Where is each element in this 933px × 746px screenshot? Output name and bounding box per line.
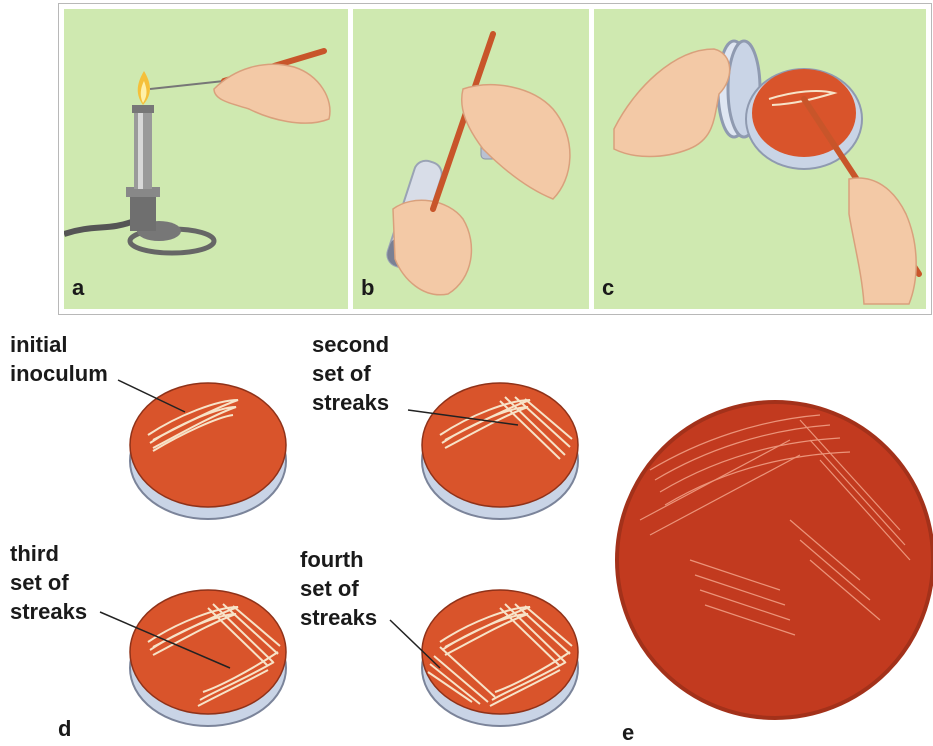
plate-fourth bbox=[422, 590, 578, 726]
plate-initial bbox=[130, 383, 286, 519]
label-second-set: second set of streaks bbox=[312, 330, 389, 417]
label-d: d bbox=[58, 716, 71, 742]
photo-plate bbox=[617, 402, 933, 718]
label-initial-inoculum: initial inoculum bbox=[10, 330, 108, 388]
label-fourth-set: fourth set of streaks bbox=[300, 545, 377, 632]
plate-second bbox=[422, 383, 578, 519]
label-third-set: third set of streaks bbox=[10, 539, 87, 626]
label-e: e bbox=[622, 720, 634, 746]
